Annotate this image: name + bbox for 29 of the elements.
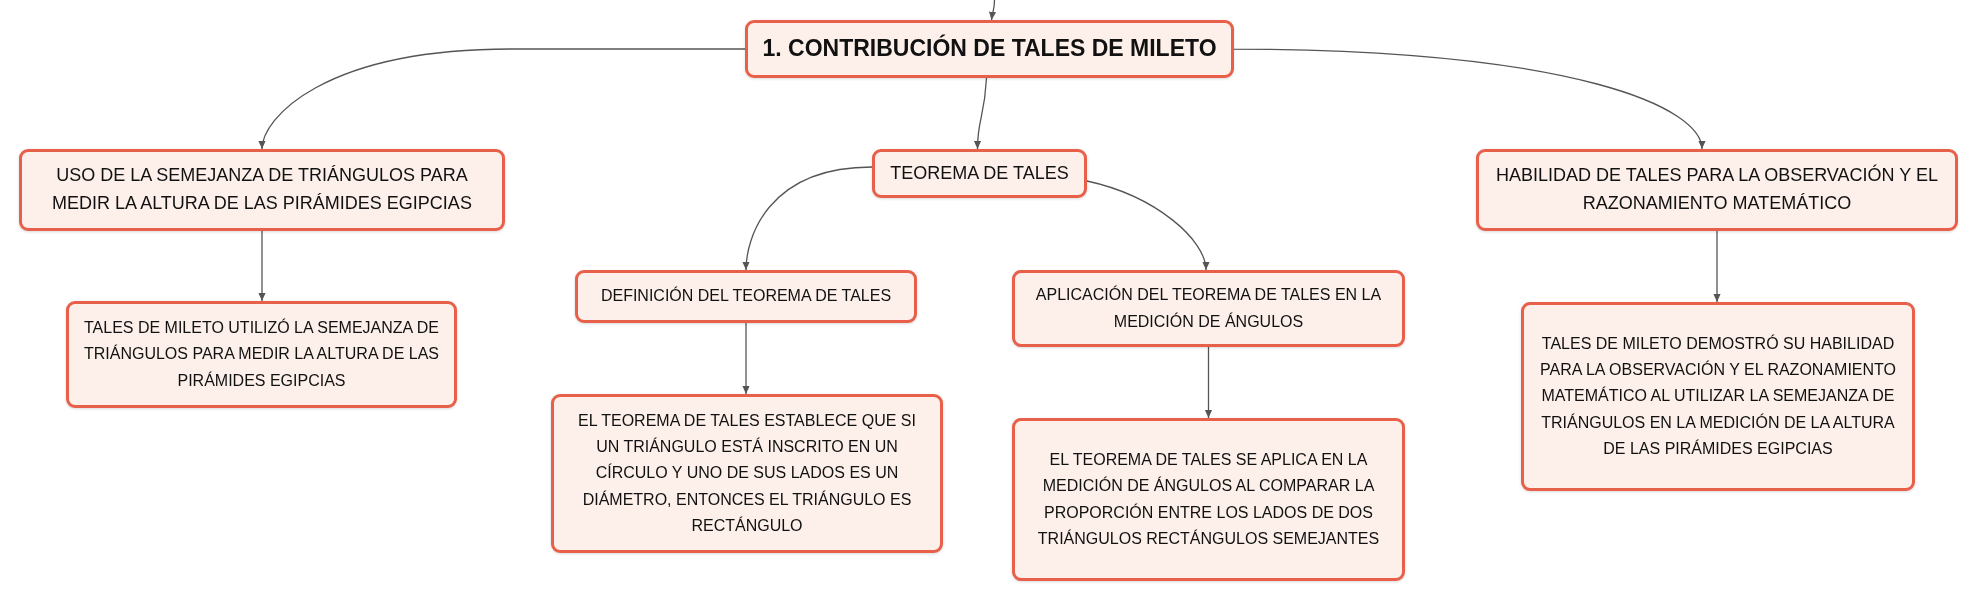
topic-box [19, 149, 505, 231]
node-text: APLICACIÓN DEL TEOREMA DE TALES EN LA MEDICIÓN DE ÁNGULOS [1034, 284, 1383, 332]
connector-arrow [1204, 346, 1213, 419]
node-text: TALES DE MILETO DEMOSTRÓ SU HABILIDAD PARA LA OBSERVACIÓN Y EL RAZONAMIENTO MATEMÁTICO AL UTILIZAR LA SEMEJANZA DE TRIÁNGULOS EN LA MEDICIÓN DE LA ALTURA DE LAS PIRÁMIDES EGIPCIAS [1539, 333, 1897, 460]
description-box [66, 301, 457, 408]
connector-arrow [1713, 230, 1721, 303]
connector-arrow [258, 230, 266, 302]
description-box [575, 270, 917, 323]
connector-arrow [742, 166, 873, 271]
description-box [1521, 302, 1915, 491]
description-box [551, 394, 943, 553]
description-box [1012, 418, 1405, 581]
node-text: TALES DE MILETO UTILIZÓ LA SEMEJANZA DE TRIÁNGULOS PARA MEDIR LA ALTURA DE LAS PIRÁMIDES EGIPCIAS [82, 317, 441, 391]
connector-arrow [989, 0, 997, 21]
connector-arrow [1086, 180, 1209, 271]
description-box [1012, 270, 1405, 347]
title-node [745, 20, 1234, 78]
topic-box [1476, 149, 1958, 231]
connector-arrow [974, 77, 988, 150]
node-text: HABILIDAD DE TALES PARA LA OBSERVACIÓN Y EL RAZONAMIENTO MATEMÁTICO [1495, 163, 1939, 215]
node-text: USO DE LA SEMEJANZA DE TRIÁNGULOS PARA MEDIR LA ALTURA DE LAS PIRÁMIDES EGIPCIAS [51, 164, 473, 215]
topic-box [872, 149, 1087, 198]
node-text: DEFINICIÓN DEL TEOREMA DE TALES [600, 285, 892, 307]
node-text: EL TEOREMA DE TALES ESTABLECE QUE SI UN TRIÁNGULO ESTÁ INSCRITO EN UN CÍRCULO Y UNO DE SUS LADOS ES UN DIÁMETRO, ENTONCES EL TRIÁNGULO ES RECTÁNGULO [577, 410, 917, 537]
node-text: EL TEOREMA DE TALES SE APLICA EN LA MEDICIÓN DE ÁNGULOS AL COMPARAR LA PROPORCIÓN ENTRE LOS LADOS DE DOS TRIÁNGULOS RECTÁNGULOS SEMEJANTES [1036, 449, 1381, 549]
connector-arrow [259, 48, 746, 150]
node-text: TEOREMA DE TALES [890, 161, 1069, 185]
node-text: 1. CONTRIBUCIÓN DE TALES DE MILETO [762, 35, 1217, 63]
connector-arrow [742, 322, 750, 395]
